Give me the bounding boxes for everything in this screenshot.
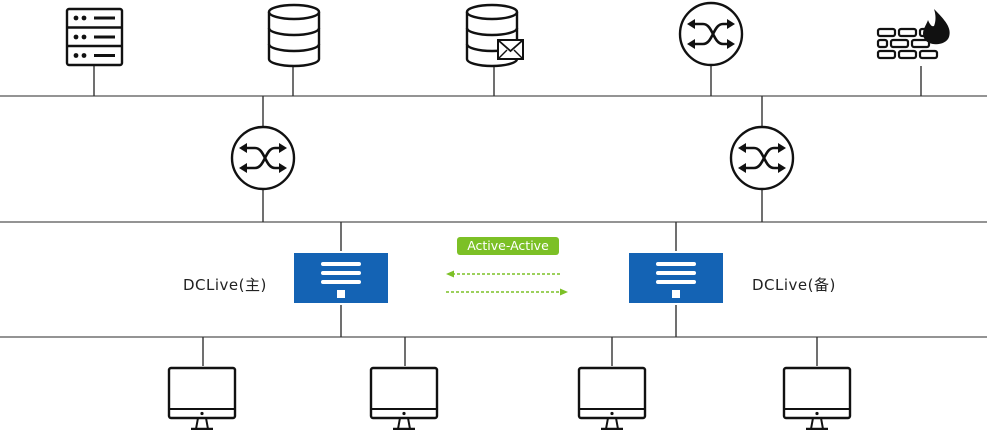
server-rack-icon [65, 7, 124, 67]
switch-icon [729, 125, 795, 191]
active-active-badge: Active-Active [457, 237, 559, 255]
monitor-icon [577, 366, 647, 430]
active-active-arrows [446, 270, 568, 296]
monitor-icon [369, 366, 439, 430]
dclive-backup-appliance-icon [627, 251, 725, 305]
switch-icon [678, 1, 744, 67]
dclive-backup-label: DCLive(备) [752, 276, 836, 294]
database-icon [267, 3, 321, 68]
monitor-icon [167, 366, 237, 430]
firewall-icon [876, 9, 950, 60]
mail-database-icon [465, 3, 524, 68]
switch-icon [230, 125, 296, 191]
connector-lines [93, 66, 922, 366]
dclive-primary-label: DCLive(主) [183, 276, 267, 294]
monitor-icon [782, 366, 852, 430]
bus-lines [0, 95, 987, 338]
dclive-primary-appliance-icon [292, 251, 390, 305]
